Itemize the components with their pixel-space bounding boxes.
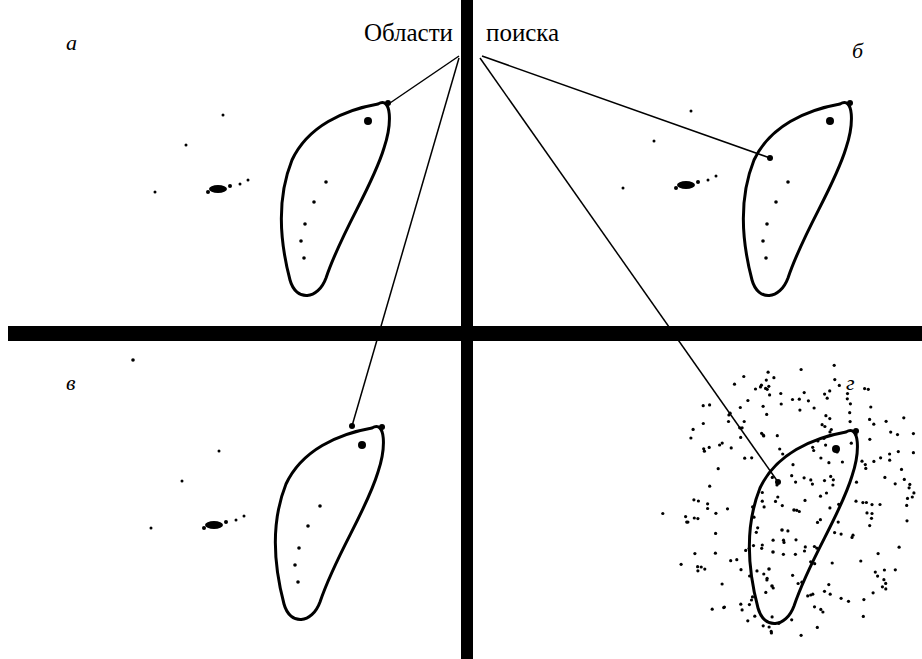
search-region bbox=[281, 100, 391, 296]
scatter-dots bbox=[154, 114, 250, 195]
scatter-dots bbox=[150, 450, 246, 531]
search-region bbox=[749, 428, 859, 624]
panel-letter: в bbox=[66, 372, 76, 394]
divider-horizontal bbox=[8, 326, 922, 341]
caption-word: поиска bbox=[486, 20, 559, 45]
panel-letter: г bbox=[846, 372, 855, 394]
panel-letter: б bbox=[852, 40, 863, 62]
leader-lines bbox=[352, 56, 778, 482]
scatter-dots bbox=[661, 364, 915, 637]
panel-letter: а bbox=[66, 32, 77, 54]
caption-word: Области bbox=[364, 20, 453, 45]
search-region bbox=[275, 424, 385, 620]
scatter-dots bbox=[622, 110, 718, 191]
search-region bbox=[743, 100, 853, 296]
